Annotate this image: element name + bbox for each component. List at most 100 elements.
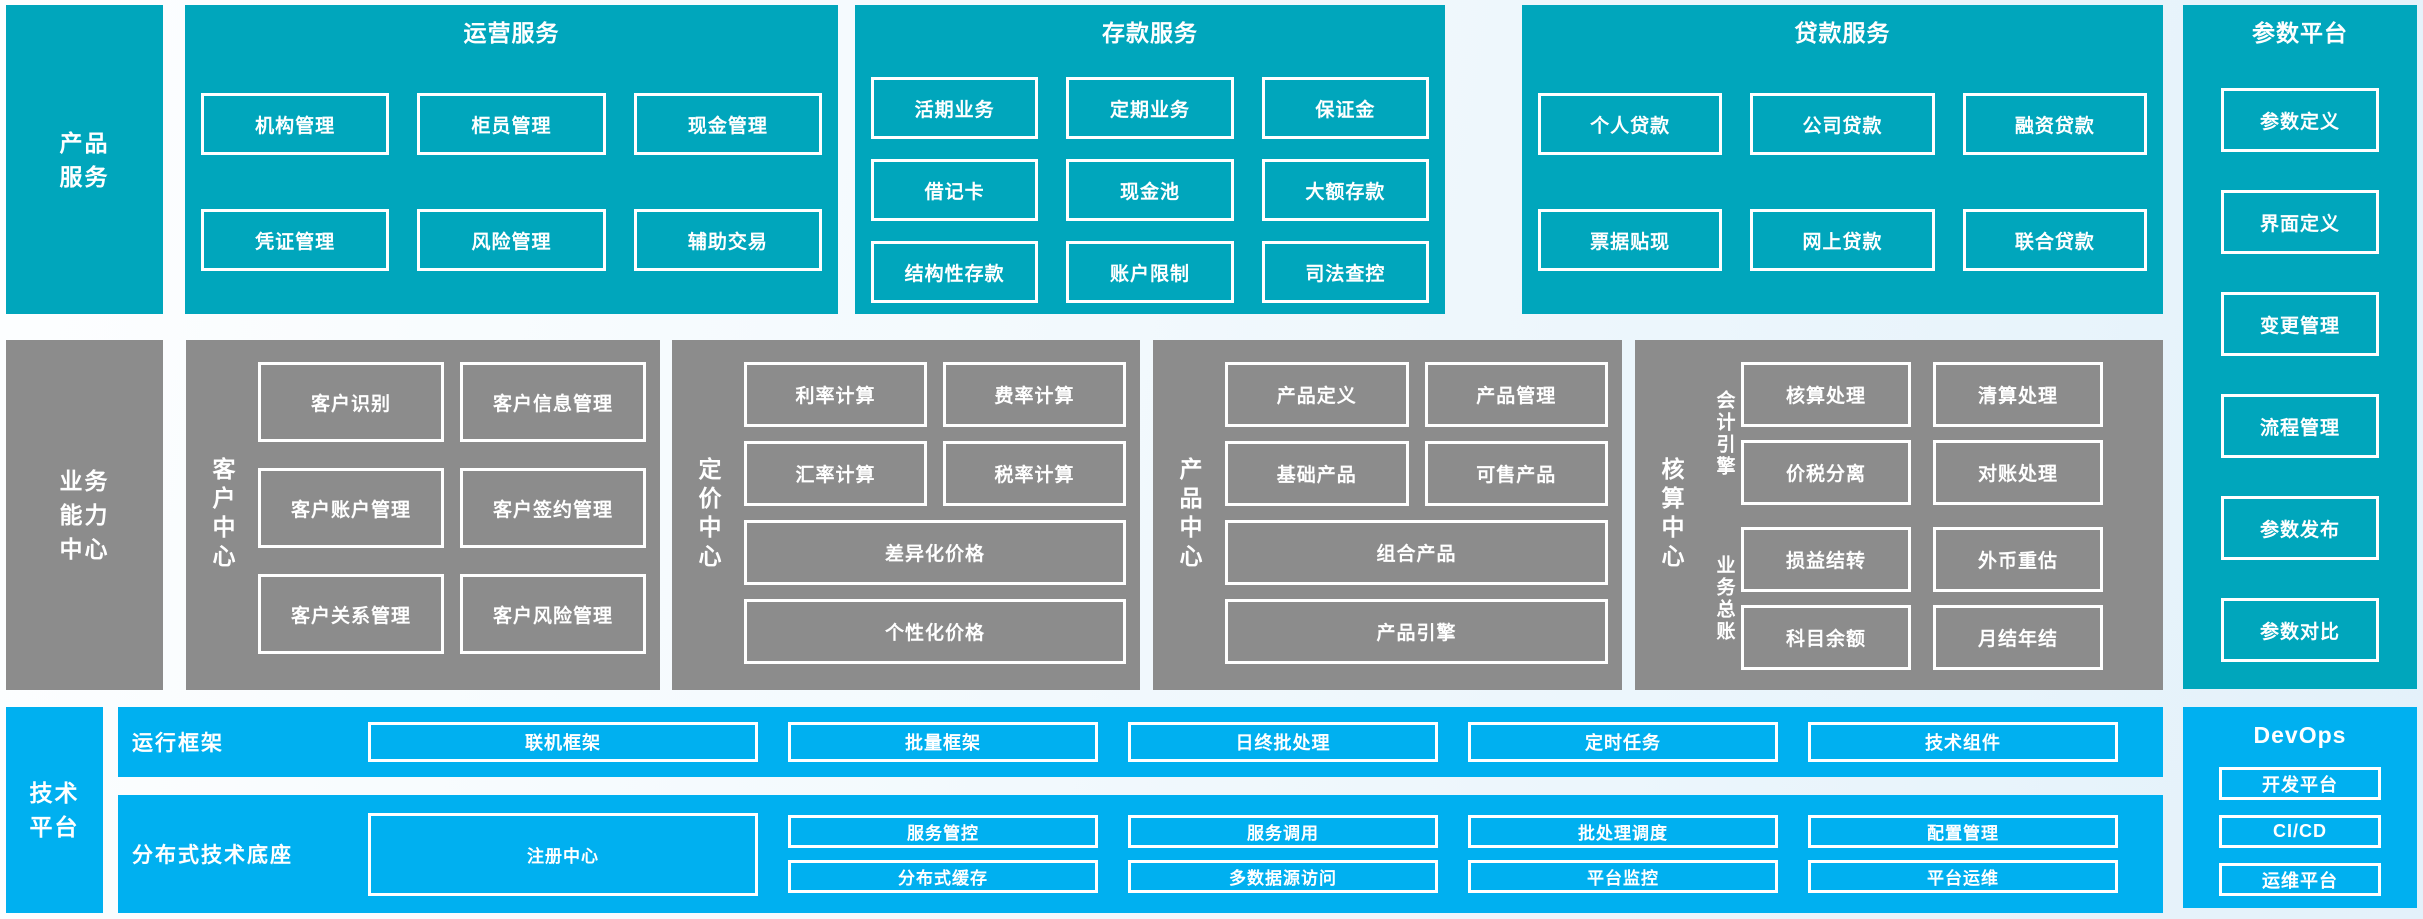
section-product-center: 产品中心 产品定义 产品管理 基础产品 可售产品 组合产品 产品引擎 [1153,340,1622,690]
sidebar-product-line: 服务 [59,163,110,190]
diagram-box: 网上贷款 [1750,209,1935,271]
diagram-box: 损益结转 [1741,527,1911,592]
diagram-box: 产品定义 [1225,362,1409,427]
diagram-box: 保证金 [1261,77,1429,139]
accounting-engine-group: 会计引擎 核算处理 清算处理 价税分离 对账处理 [1707,362,2103,505]
section-runtime-framework: 运行框架 联机框架 批量框架 日终批处理 定时任务 技术组件 [118,707,2163,777]
diagram-box: 定期业务 [1066,77,1234,139]
loan-services-grid: 个人贷款 公司贷款 融资贷款 票据贴现 网上贷款 联合贷款 [1522,93,2163,271]
diagram-box: 定时任务 [1468,722,1778,762]
diagram-box: 大额存款 [1261,159,1429,221]
diagram-box: 批处理调度 [1468,815,1778,848]
vertical-label: 定价中心 [695,457,721,573]
diagram-box: 客户关系管理 [258,574,444,654]
vertical-label: 客户中心 [209,457,235,573]
diagram-box: 科目余额 [1741,605,1911,670]
diagram-box: 分布式缓存 [788,860,1098,893]
diagram-box: 参数对比 [2221,598,2379,662]
diagram-box: 利率计算 [744,362,927,427]
vertical-sublabel: 会计引擎 [1713,389,1735,478]
section-operation-services: 运营服务 机构管理 柜员管理 现金管理 凭证管理 风险管理 辅助交易 [185,5,838,314]
diagram-box: 汇率计算 [744,441,927,506]
diagram-box: 现金池 [1066,159,1234,221]
diagram-box: 界面定义 [2221,190,2379,254]
sidebar-business-line: 中心 [59,536,110,562]
row-label: 运行框架 [132,732,224,755]
diagram-box: 活期业务 [871,77,1039,139]
customer-center-grid: 客户识别 客户信息管理 客户账户管理 客户签约管理 客户关系管理 客户风险管理 [258,362,646,654]
deposit-services-grid: 活期业务 定期业务 保证金 借记卡 现金池 大额存款 结构性存款 账户限制 司法… [855,77,1445,303]
diagram-box: 参数定义 [2221,88,2379,152]
runtime-framework-boxes: 联机框架 批量框架 日终批处理 定时任务 技术组件 [368,722,2163,762]
vertical-label: 核算中心 [1658,457,1684,573]
diagram-box: 个性化价格 [744,599,1126,664]
diagram-box: 开发平台 [2219,767,2381,800]
section-title: 运营服务 [463,20,560,46]
diagram-box: 产品引擎 [1225,599,1608,664]
sidebar-tech-line: 技术 [29,780,80,806]
diagram-box: CI/CD [2219,815,2381,848]
diagram-box: 凭证管理 [201,209,390,271]
diagram-box: 票据贴现 [1538,209,1723,271]
section-accounting-center: 核算中心 会计引擎 核算处理 清算处理 价税分离 对账处理 业务总账 损益结转 … [1635,340,2163,690]
diagram-box: 柜员管理 [417,93,606,155]
devops-list: 开发平台 CI/CD 运维平台 [2183,767,2417,896]
diagram-box: 平台运维 [1808,860,2118,893]
diagram-box: 运维平台 [2219,863,2381,896]
diagram-box: 现金管理 [633,93,822,155]
diagram-box: 对账处理 [1933,440,2103,505]
diagram-box: 配置管理 [1808,815,2118,848]
diagram-box: 联合贷款 [1962,209,2147,271]
customer-center-body: 客户识别 客户信息管理 客户账户管理 客户签约管理 客户关系管理 客户风险管理 [258,340,660,690]
diagram-box: 平台监控 [1468,860,1778,893]
diagram-box: 流程管理 [2221,394,2379,458]
diagram-box: 账户限制 [1066,241,1234,303]
diagram-box: 月结年结 [1933,605,2103,670]
diagram-box: 结构性存款 [871,241,1039,303]
diagram-box: 借记卡 [871,159,1039,221]
sidebar-business-line: 能力 [59,502,110,528]
diagram-box: 服务调用 [1128,815,1438,848]
diagram-box: 客户信息管理 [460,362,646,442]
vertical-sublabel: 业务总账 [1713,554,1735,643]
accounting-engine-grid: 核算处理 清算处理 价税分离 对账处理 [1741,362,2103,505]
diagram-box: 融资贷款 [1962,93,2147,155]
diagram-box: 税率计算 [943,441,1126,506]
parameter-platform-list: 参数定义 界面定义 变更管理 流程管理 参数发布 参数对比 [2183,88,2417,662]
diagram-box: 多数据源访问 [1128,860,1438,893]
pricing-center-body: 利率计算 费率计算 汇率计算 税率计算 差异化价格 个性化价格 [744,340,1140,690]
sidebar-technology-platform: 技术 平台 [6,707,103,913]
diagram-box: 联机框架 [368,722,758,762]
business-ledger-group: 业务总账 损益结转 外币重估 科目余额 月结年结 [1707,527,2103,670]
product-center-body: 产品定义 产品管理 基础产品 可售产品 组合产品 产品引擎 [1225,340,1622,690]
section-pricing-center: 定价中心 利率计算 费率计算 汇率计算 税率计算 差异化价格 个性化价格 [672,340,1140,690]
diagram-box: 产品管理 [1424,362,1608,427]
diagram-box: 差异化价格 [744,520,1126,585]
diagram-box: 个人贷款 [1538,93,1723,155]
sidebar-product-services: 产品 服务 [6,5,163,314]
sidebar-tech-line: 平台 [29,814,80,840]
sidebar-product-line: 产品 [59,129,110,156]
diagram-box: 司法查控 [1261,241,1429,303]
diagram-box: 风险管理 [417,209,606,271]
operation-services-grid: 机构管理 柜员管理 现金管理 凭证管理 风险管理 辅助交易 [185,93,838,271]
diagram-box: 注册中心 [368,812,758,896]
sidebar-business-line: 业务 [59,468,110,494]
diagram-box: 客户签约管理 [460,468,646,548]
diagram-box: 服务管控 [788,815,1098,848]
diagram-box: 辅助交易 [633,209,822,271]
diagram-box: 批量框架 [788,722,1098,762]
diagram-box: 核算处理 [1741,362,1911,427]
business-ledger-grid: 损益结转 外币重估 科目余额 月结年结 [1741,527,2103,670]
accounting-center-body: 会计引擎 核算处理 清算处理 价税分离 对账处理 业务总账 损益结转 外币重估 … [1707,340,2163,690]
diagram-box: 公司贷款 [1750,93,1935,155]
diagram-box: 客户账户管理 [258,468,444,548]
diagram-box: 变更管理 [2221,292,2379,356]
section-title: 贷款服务 [1794,20,1891,46]
diagram-box: 机构管理 [201,93,390,155]
diagram-box: 客户风险管理 [460,574,646,654]
sidebar-business-capability-center: 业务 能力 中心 [6,340,163,690]
section-title: 参数平台 [2252,20,2348,46]
diagram-box: 客户识别 [258,362,444,442]
